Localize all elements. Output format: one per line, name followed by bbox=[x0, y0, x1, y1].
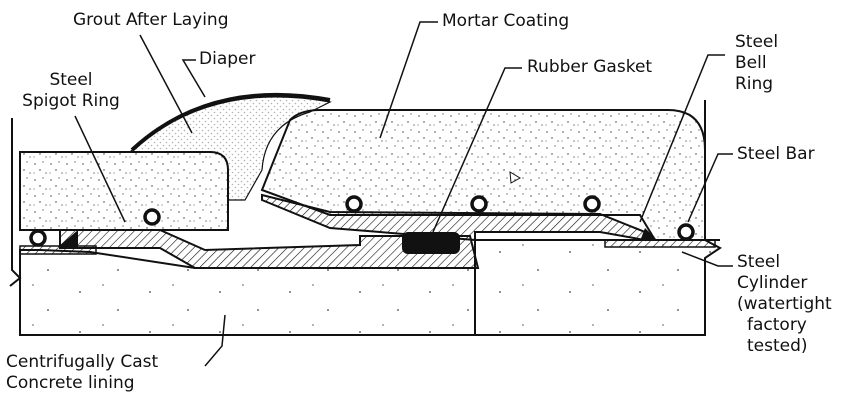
label-steel-bell-ring-line2: Bell bbox=[735, 53, 767, 73]
label-steel-spigot-ring-line1: Steel bbox=[49, 70, 93, 90]
steel-cylinder-right-plate bbox=[604, 239, 716, 248]
leader-spigot bbox=[74, 115, 126, 223]
label-steel-spigot-ring-line2: Spigot Ring bbox=[22, 91, 120, 111]
left-pipe-wall bbox=[9, 118, 22, 287]
leader-steel-bar bbox=[687, 153, 733, 223]
label-steel-spigot-ring: Steel Spigot Ring bbox=[21, 70, 121, 112]
label-steel-cylinder-line1: Steel bbox=[737, 252, 781, 272]
leader-bell bbox=[639, 54, 725, 223]
steel-cylinder-left-plate bbox=[19, 245, 97, 255]
label-steel-bell-ring-line1: Steel bbox=[735, 32, 779, 52]
label-steel-cylinder: Steel Cylinder (watertight factory teste… bbox=[737, 252, 832, 357]
leader-diaper bbox=[181, 59, 206, 98]
label-diaper: Diaper bbox=[199, 49, 256, 69]
leader-lining bbox=[204, 314, 226, 367]
steel-bell-ring bbox=[261, 193, 646, 242]
label-mortar-coating: Mortar Coating bbox=[442, 11, 570, 31]
steel-bar-5 bbox=[583, 195, 601, 213]
steel-bar-6 bbox=[677, 223, 695, 241]
label-steel-cylinder-line3: (watertight bbox=[737, 294, 832, 314]
label-concrete-lining: Centrifugally Cast Concrete lining bbox=[6, 352, 158, 394]
steel-bar-1 bbox=[29, 229, 47, 247]
label-concrete-lining-line1: Centrifugally Cast bbox=[6, 352, 159, 372]
diaper-band bbox=[130, 92, 331, 152]
steel-bar-3 bbox=[345, 195, 363, 213]
leader-gasket bbox=[432, 67, 522, 233]
label-steel-bell-ring-line3: Ring bbox=[735, 74, 774, 94]
bell-concrete-lining bbox=[474, 239, 722, 336]
bell-weld bbox=[640, 228, 658, 241]
leader-cylinder bbox=[681, 251, 733, 267]
label-grout-after-laying: Grout After Laying bbox=[73, 10, 229, 30]
label-steel-bell-ring: Steel Bell Ring bbox=[735, 32, 778, 95]
leader-grout bbox=[139, 34, 193, 134]
section-marker bbox=[509, 171, 521, 184]
rubber-gasket bbox=[402, 232, 460, 254]
label-steel-cylinder-line4: factory bbox=[747, 315, 807, 335]
label-steel-cylinder-line2: Cylinder bbox=[737, 273, 808, 293]
label-steel-cylinder-line5: tested) bbox=[747, 336, 808, 356]
spigot-weld bbox=[58, 230, 78, 247]
steel-bar-4 bbox=[470, 195, 488, 213]
label-rubber-gasket: Rubber Gasket bbox=[527, 57, 653, 77]
label-steel-bar: Steel Bar bbox=[737, 144, 815, 164]
leader-mortar bbox=[379, 21, 438, 139]
right-pipe-wall bbox=[704, 100, 720, 241]
label-concrete-lining-line2: Concrete lining bbox=[6, 373, 135, 393]
steel-bar-2 bbox=[143, 208, 161, 226]
